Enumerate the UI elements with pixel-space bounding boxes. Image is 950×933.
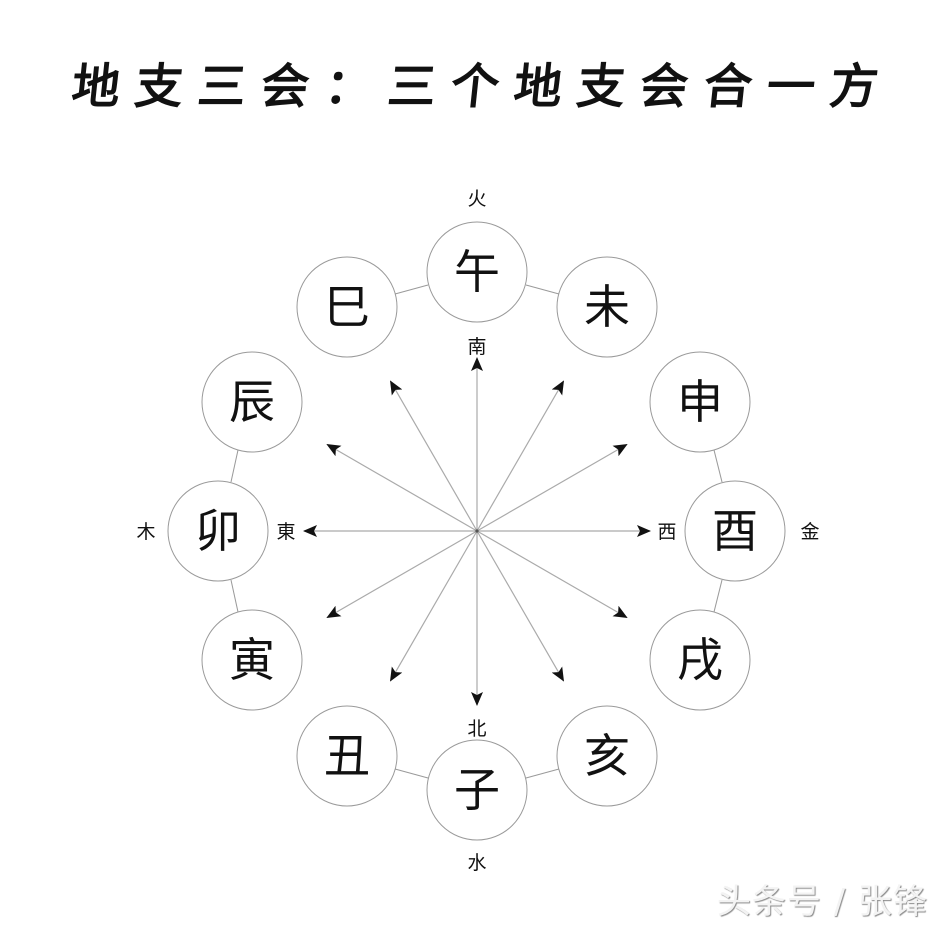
ray-arrow bbox=[476, 530, 628, 619]
direction-label-south: 南 bbox=[467, 336, 486, 358]
group-connectors bbox=[230, 284, 723, 779]
branch-circles: 午 未 申 酉 戌 亥 子 丑 bbox=[167, 221, 786, 841]
branch-node-you: 酉 bbox=[684, 480, 786, 582]
connector-hai-zi bbox=[525, 768, 560, 779]
branch-label: 午 bbox=[454, 245, 500, 299]
branch-label: 卯 bbox=[195, 504, 241, 558]
ray-arrow bbox=[476, 530, 565, 682]
connector-yin-mao bbox=[230, 579, 239, 613]
ray-arrow bbox=[476, 380, 565, 532]
branch-node-wu: 午 bbox=[426, 221, 528, 323]
branch-label: 寅 bbox=[229, 633, 275, 687]
branch-label: 酉 bbox=[712, 504, 758, 558]
branch-label: 巳 bbox=[324, 280, 370, 334]
connector-wu-wei bbox=[525, 284, 560, 295]
branch-label: 申 bbox=[677, 375, 723, 429]
branch-node-si: 巳 bbox=[296, 256, 398, 358]
ray-arrow bbox=[326, 443, 478, 532]
branch-node-wei: 未 bbox=[556, 256, 658, 358]
branch-node-hai: 亥 bbox=[556, 705, 658, 807]
branch-label: 子 bbox=[454, 763, 500, 817]
ray-arrow bbox=[389, 380, 478, 532]
element-label-wood: 木 bbox=[136, 521, 155, 543]
ray-arrow bbox=[389, 530, 478, 682]
branch-node-yin: 寅 bbox=[201, 609, 303, 711]
branch-label: 辰 bbox=[229, 375, 275, 429]
element-label-fire: 火 bbox=[467, 188, 486, 210]
watermark: 头条号 / 张锋 bbox=[716, 882, 928, 922]
element-label-metal: 金 bbox=[800, 521, 819, 543]
connector-zi-chou bbox=[394, 768, 429, 779]
branch-label: 未 bbox=[584, 280, 630, 334]
branch-node-shen: 申 bbox=[649, 351, 751, 453]
ray-arrow bbox=[326, 530, 478, 619]
connector-shen-you bbox=[713, 449, 723, 483]
branch-node-mao: 卯 bbox=[167, 480, 269, 582]
branch-label: 亥 bbox=[584, 729, 630, 783]
element-label-water: 水 bbox=[467, 852, 486, 874]
branch-node-xu: 戌 bbox=[649, 609, 751, 711]
branch-node-chou: 丑 bbox=[296, 705, 398, 807]
connector-si-wu bbox=[394, 284, 429, 295]
branch-node-chen: 辰 bbox=[201, 351, 303, 453]
direction-label-east: 東 bbox=[276, 521, 295, 543]
direction-rays bbox=[303, 357, 651, 706]
direction-label-west: 西 bbox=[657, 521, 676, 543]
ray-arrow bbox=[476, 443, 628, 532]
center-point bbox=[475, 529, 479, 533]
direction-label-north: 北 bbox=[467, 718, 486, 740]
connector-mao-chen bbox=[230, 449, 239, 483]
connector-you-xu bbox=[713, 579, 723, 613]
branch-label: 丑 bbox=[324, 729, 370, 783]
branch-label: 戌 bbox=[677, 633, 723, 687]
branch-node-zi: 子 bbox=[426, 739, 528, 841]
